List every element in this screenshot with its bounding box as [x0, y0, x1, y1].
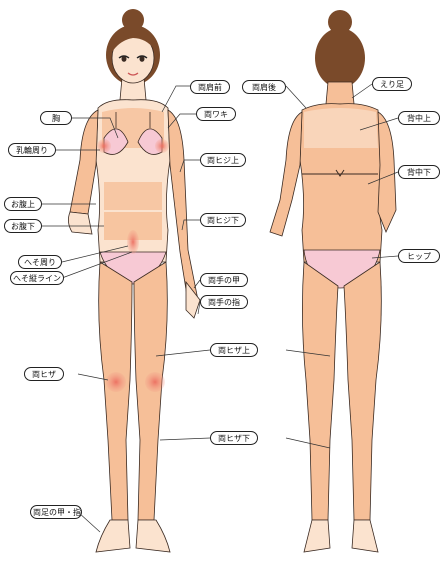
back-leg-left — [302, 262, 338, 520]
front-figure — [68, 9, 200, 552]
front-navel-spot — [127, 230, 139, 254]
label-around-navel: へそ周り — [18, 255, 62, 269]
label-upper-abdomen: お腹上 — [4, 197, 42, 211]
front-knee-spot-right — [145, 372, 165, 392]
label-feet-and-toes: 両足の甲・指 — [30, 505, 82, 519]
label-below-knees: 両ヒザ下 — [210, 431, 258, 445]
label-lower-abdomen: お腹下 — [4, 219, 42, 233]
label-around-nipples: 乳輪周り — [8, 143, 56, 157]
back-figure — [270, 10, 396, 552]
label-lower-elbows-front: 両ヒジ下 — [200, 213, 246, 227]
front-knee-spot-left — [106, 372, 126, 392]
label-shoulders-back: 両肩後 — [242, 80, 286, 94]
back-hair — [315, 28, 365, 88]
label-shoulders-front: 両肩前 — [190, 80, 230, 94]
label-nape: えり足 — [372, 77, 412, 91]
label-above-knees: 両ヒザ上 — [210, 343, 258, 357]
front-nipple-spot-left — [97, 139, 111, 153]
label-upper-elbows-front: 両ヒジ上 — [200, 153, 246, 167]
label-armpits: 両ワキ — [196, 107, 236, 121]
label-hips: ヒップ — [398, 249, 440, 263]
back-leg-right — [344, 262, 381, 520]
label-upper-back: 背中上 — [398, 111, 440, 125]
label-knees: 両ヒザ — [24, 367, 64, 381]
label-navel-line: へそ縦ライン — [10, 271, 64, 285]
label-lower-back: 背中下 — [398, 165, 440, 179]
label-fingers: 両手の指 — [200, 295, 248, 309]
label-backs-of-hands: 両手の甲 — [200, 273, 248, 287]
front-nipple-spot-right — [155, 139, 169, 153]
label-chest: 胸 — [40, 111, 72, 125]
